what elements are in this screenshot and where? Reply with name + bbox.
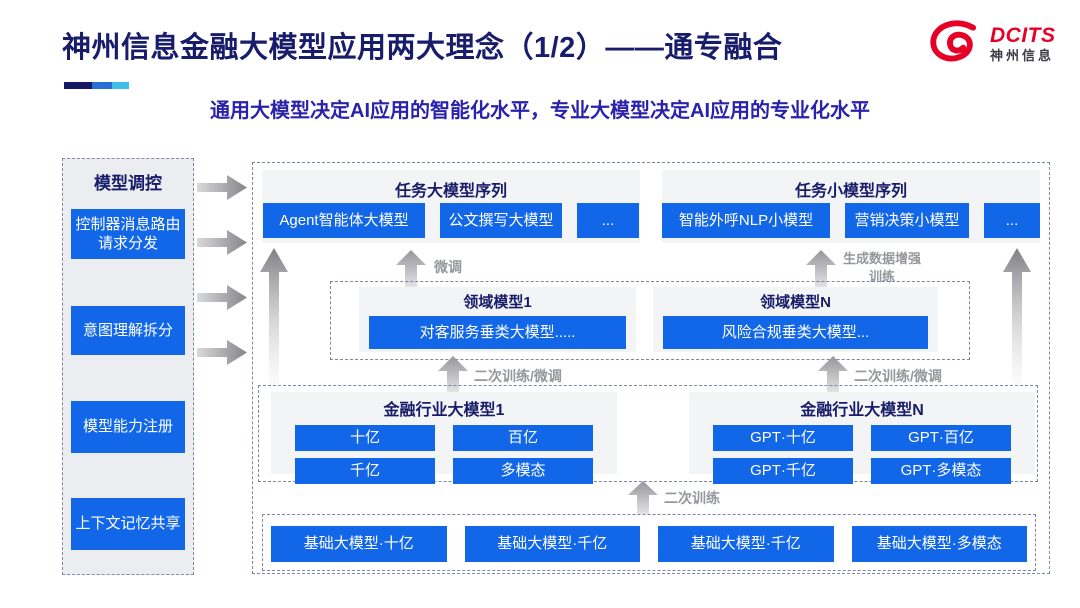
dcits-logo: DCITS 神州信息 bbox=[926, 18, 1056, 70]
sidebar-item-capability-register: 模型能力注册 bbox=[71, 401, 185, 453]
node-more-large-models: ... bbox=[577, 203, 639, 238]
node-base-model-multimodal: 基础大模型·多模态 bbox=[851, 526, 1027, 562]
task-small-model-section: 任务小模型序列 智能外呼NLP小模型 营销决策小模型 ... bbox=[662, 170, 1040, 243]
task-large-model-section: 任务大模型序列 Agent智能体大模型 公文撰写大模型 ... bbox=[262, 170, 640, 243]
label-generated-data-augment: 生成数据增强训练 bbox=[842, 251, 921, 284]
node-more-small-models: ... bbox=[984, 203, 1040, 238]
dcits-swirl-icon bbox=[930, 20, 977, 62]
node-customer-service-vertical-model: 对客服务垂类大模型..... bbox=[369, 316, 626, 349]
node-gpt-1b: GPT·十亿 bbox=[713, 425, 853, 451]
sidebar-item-intent-split: 意图理解拆分 bbox=[71, 306, 185, 355]
label-fine-tune: 微调 bbox=[434, 259, 462, 275]
node-1b-params: 十亿 bbox=[295, 425, 435, 451]
right-arrow-icon bbox=[197, 230, 247, 255]
node-gpt-10b: GPT·百亿 bbox=[871, 425, 1011, 451]
right-arrow-icon bbox=[197, 285, 247, 310]
title-accent-bar bbox=[64, 82, 129, 89]
domain-model-n-title: 领域模型N bbox=[760, 294, 831, 311]
up-arrow-icon bbox=[818, 356, 848, 392]
up-arrow-icon bbox=[438, 356, 468, 392]
label-retrain-finetune-right: 二次训练/微调 bbox=[854, 368, 942, 384]
node-agent-large-model: Agent智能体大模型 bbox=[263, 203, 425, 238]
sidebar-item-controller-routing: 控制器消息路由请求分发 bbox=[71, 209, 185, 259]
node-multimodal: 多模态 bbox=[453, 458, 593, 484]
logo-brand-text: DCITS bbox=[990, 24, 1056, 48]
node-outbound-nlp-model: 智能外呼NLP小模型 bbox=[662, 203, 830, 238]
page-title: 神州信息金融大模型应用两大理念（1/2）——通专融合 bbox=[62, 32, 783, 64]
node-base-model-1b: 基础大模型·十亿 bbox=[271, 526, 447, 562]
node-10b-params: 百亿 bbox=[453, 425, 593, 451]
sidebar-item-context-memory: 上下文记忆共享 bbox=[71, 498, 185, 550]
node-marketing-decision-model: 营销决策小模型 bbox=[845, 203, 969, 238]
domain-model-n-section: 领域模型N 风险合规垂类大模型... bbox=[653, 287, 938, 352]
industry-model-1-title: 金融行业大模型1 bbox=[383, 402, 505, 419]
node-base-model-100b-b: 基础大模型·千亿 bbox=[658, 526, 834, 562]
up-arrow-tall-icon bbox=[1003, 248, 1031, 384]
domain-model-1-title: 领域模型1 bbox=[463, 294, 532, 311]
industry-models-frame: 金融行业大模型1 十亿 百亿 千亿 多模态 金融行业大模型N GPT·十亿 GP… bbox=[258, 385, 1038, 484]
right-arrow-icon bbox=[197, 175, 247, 200]
up-arrow-icon bbox=[806, 250, 836, 287]
main-diagram-frame bbox=[252, 162, 1050, 574]
right-arrow-icon bbox=[197, 340, 247, 365]
label-retrain-finetune-left: 二次训练/微调 bbox=[474, 368, 562, 384]
domain-models-frame: 领域模型1 对客服务垂类大模型..... 领域模型N 风险合规垂类大模型... bbox=[330, 281, 970, 360]
task-large-model-title: 任务大模型序列 bbox=[394, 183, 507, 200]
up-arrow-tall-icon bbox=[260, 248, 288, 384]
node-risk-compliance-vertical-model: 风险合规垂类大模型... bbox=[663, 316, 928, 349]
logo-company-text: 神州信息 bbox=[990, 48, 1055, 64]
sidebar-model-control: 模型调控 控制器消息路由请求分发 意图理解拆分 模型能力注册 上下文记忆共享 bbox=[62, 158, 194, 575]
task-small-model-title: 任务小模型序列 bbox=[794, 183, 907, 200]
node-gpt-multimodal: GPT·多模态 bbox=[871, 458, 1011, 484]
industry-model-n-title: 金融行业大模型N bbox=[800, 402, 924, 419]
up-arrow-icon bbox=[628, 481, 658, 514]
slide-subtitle: 通用大模型决定AI应用的智能化水平，专业大模型决定AI应用的专业化水平 bbox=[210, 100, 870, 122]
sidebar-title: 模型调控 bbox=[94, 174, 162, 193]
label-retrain: 二次训练 bbox=[664, 490, 720, 506]
industry-model-1-section: 金融行业大模型1 十亿 百亿 千亿 多模态 bbox=[271, 392, 617, 484]
domain-model-1-section: 领域模型1 对客服务垂类大模型..... bbox=[359, 287, 636, 352]
node-base-model-100b-a: 基础大模型·千亿 bbox=[464, 526, 640, 562]
up-arrow-icon bbox=[396, 250, 426, 287]
node-100b-params: 千亿 bbox=[295, 458, 435, 484]
industry-model-n-section: 金融行业大模型N GPT·十亿 GPT·百亿 GPT·千亿 GPT·多模态 bbox=[689, 392, 1035, 484]
node-document-writing-model: 公文撰写大模型 bbox=[440, 203, 562, 238]
base-models-frame: 基础大模型·十亿 基础大模型·千亿 基础大模型·千亿 基础大模型·多模态 bbox=[262, 514, 1036, 571]
node-gpt-100b: GPT·千亿 bbox=[713, 458, 853, 484]
